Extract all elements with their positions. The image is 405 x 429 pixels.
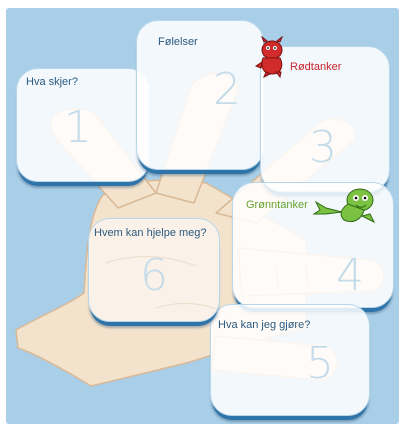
card-5-label: Hva kan jeg gjøre? bbox=[218, 319, 310, 331]
card-6-number: 6 bbox=[140, 254, 168, 298]
card-6-label: Hvem kan hjelpe meg? bbox=[94, 227, 207, 239]
card-4-label: Grønntanker bbox=[246, 199, 308, 211]
card-5-number: 5 bbox=[306, 342, 334, 386]
card-2 bbox=[136, 20, 264, 170]
card-3-number: 3 bbox=[309, 126, 337, 170]
card-1-number: 1 bbox=[64, 106, 92, 150]
card-4-number: 4 bbox=[336, 254, 364, 298]
green-thought-creature-icon bbox=[312, 186, 382, 226]
red-thought-creature-icon bbox=[254, 36, 290, 78]
card-2-number: 2 bbox=[213, 68, 241, 112]
card-1-label: Hva skjer? bbox=[26, 76, 78, 88]
hand-diagram-panel: 1 Hva skjer? 2 Følelser 3 Rødtanker bbox=[6, 8, 399, 424]
card-2-label: Følelser bbox=[158, 36, 198, 48]
card-3-label: Rødtanker bbox=[290, 61, 341, 73]
